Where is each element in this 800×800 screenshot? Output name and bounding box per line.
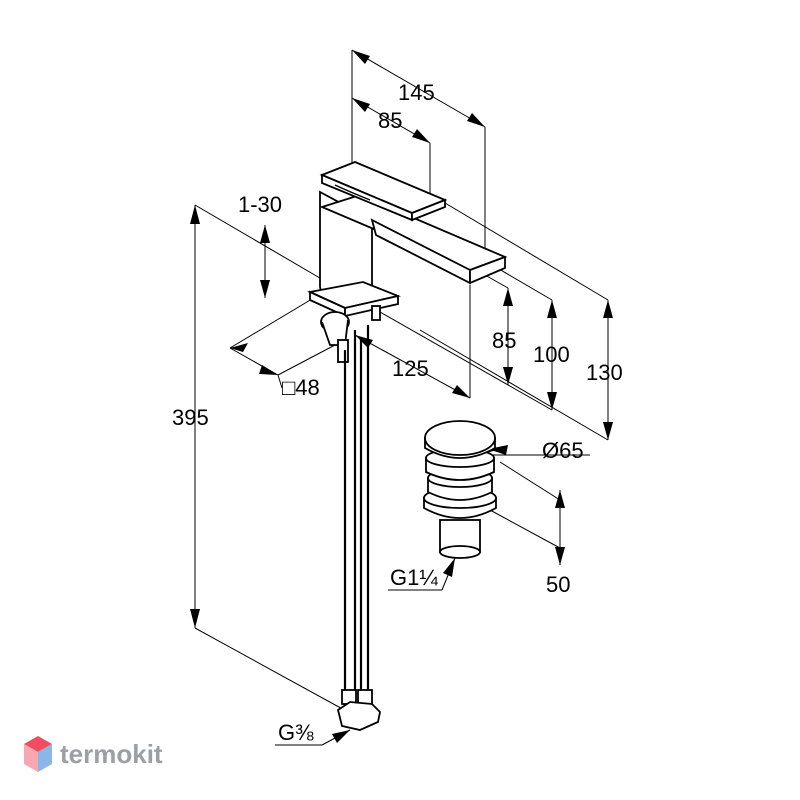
label-waste-diameter: Ø65 <box>542 438 584 463</box>
dimension-labels: 145 85 1-30 □48 125 395 85 100 130 Ø65 5… <box>172 80 623 745</box>
label-spout-top-height: 100 <box>533 342 570 367</box>
watermark-brand: termokit <box>60 739 163 769</box>
label-total-height: 395 <box>172 405 209 430</box>
pop-up-waste <box>423 420 497 559</box>
label-total-width: 145 <box>398 80 435 105</box>
label-waste-thread: G1¼ <box>390 565 438 590</box>
faucet-body <box>319 161 508 304</box>
label-lever-width: 85 <box>378 108 402 133</box>
label-waste-height: 50 <box>546 572 570 597</box>
label-hose-thread: G⅜ <box>278 720 314 745</box>
label-lever-angle: 1-30 <box>238 192 282 217</box>
cube-logo-icon <box>24 736 52 772</box>
mounting-hardware <box>320 305 381 363</box>
label-spout-height: 85 <box>492 328 516 353</box>
dimension-lines <box>194 49 609 746</box>
supply-hoses <box>336 325 381 731</box>
label-overall-height: 130 <box>586 360 623 385</box>
label-spout-reach: 125 <box>392 356 429 381</box>
termokit-watermark: termokit <box>24 736 163 772</box>
label-base-square: □48 <box>282 375 320 400</box>
dimension-arrows <box>190 50 613 743</box>
